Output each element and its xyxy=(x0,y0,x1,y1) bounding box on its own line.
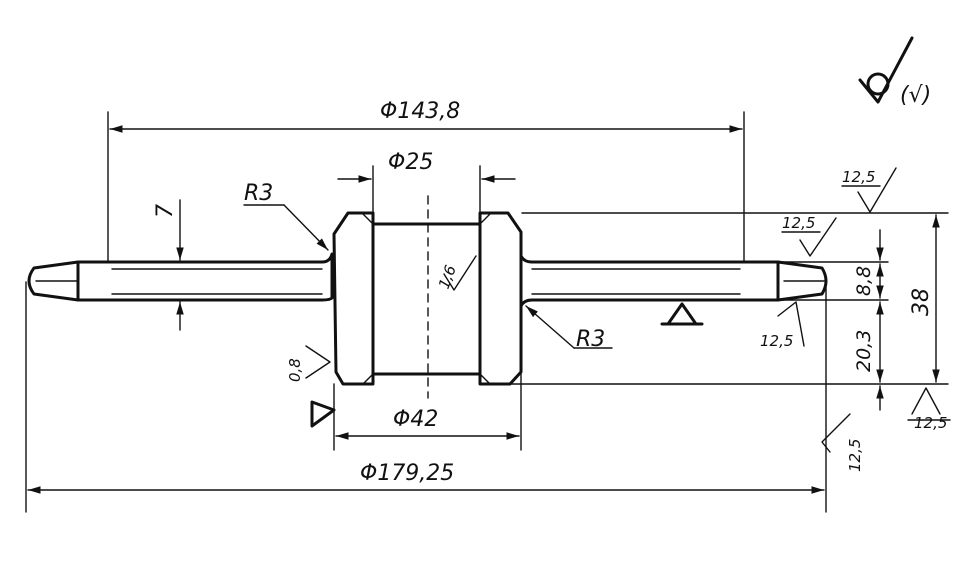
roughness-right-rim-icon xyxy=(799,217,837,257)
right-flange xyxy=(519,254,780,308)
dim-height-8-8: 8,8 xyxy=(853,266,875,296)
dimension-texts: Φ143,8 Φ25 Φ42 Φ179,25 7 38 8,8 20,3 R3 … xyxy=(153,99,934,486)
roughness-right-top-icon xyxy=(857,167,897,213)
left-tip xyxy=(27,260,80,302)
dim-dia-179-25: Φ179,25 xyxy=(360,461,454,486)
dim-height-20-3: 20,3 xyxy=(853,330,875,372)
dim-height-38: 38 xyxy=(909,288,934,316)
roughness-right-lower: 12,5 xyxy=(760,332,793,350)
general-roughness-note: (√) xyxy=(900,83,931,108)
roughness-hub-left-icon xyxy=(305,345,331,379)
bore xyxy=(371,222,482,376)
roughness-symbols: 1,6 0,8 12,5 12,5 12,5 12,5 12,5 (√) xyxy=(286,36,951,472)
roughness-right-edge: 12,5 xyxy=(846,439,864,472)
roughness-bore-icon xyxy=(443,255,477,291)
left-flange xyxy=(76,252,334,302)
radius-upper-left: R3 xyxy=(244,181,273,206)
roughness-hub-left: 0,8 xyxy=(286,358,304,382)
roughness-right-top: 12,5 xyxy=(842,168,875,186)
roughness-right-rim: 12,5 xyxy=(782,214,815,232)
dimension-lines xyxy=(25,111,949,513)
dim-dia-143-8: Φ143,8 xyxy=(380,99,460,124)
part-section xyxy=(27,195,828,399)
datum-triangle-icon xyxy=(666,302,698,326)
general-roughness-icon xyxy=(858,36,914,104)
dim-thickness-7: 7 xyxy=(153,204,178,218)
left-hub-wall xyxy=(332,211,375,386)
roughness-right-lower-icon xyxy=(777,301,805,347)
radius-lower-right: R3 xyxy=(576,327,605,352)
datum-triangle-left-icon xyxy=(310,400,336,428)
right-tip xyxy=(776,260,828,302)
dim-dia-42: Φ42 xyxy=(393,407,438,432)
roughness-right-bottom-icon xyxy=(911,387,941,415)
roughness-right-edge-icon xyxy=(821,413,851,453)
dim-dia-25: Φ25 xyxy=(388,150,433,175)
right-hub-wall xyxy=(478,211,523,386)
roughness-right-bottom: 12,5 xyxy=(914,414,947,432)
